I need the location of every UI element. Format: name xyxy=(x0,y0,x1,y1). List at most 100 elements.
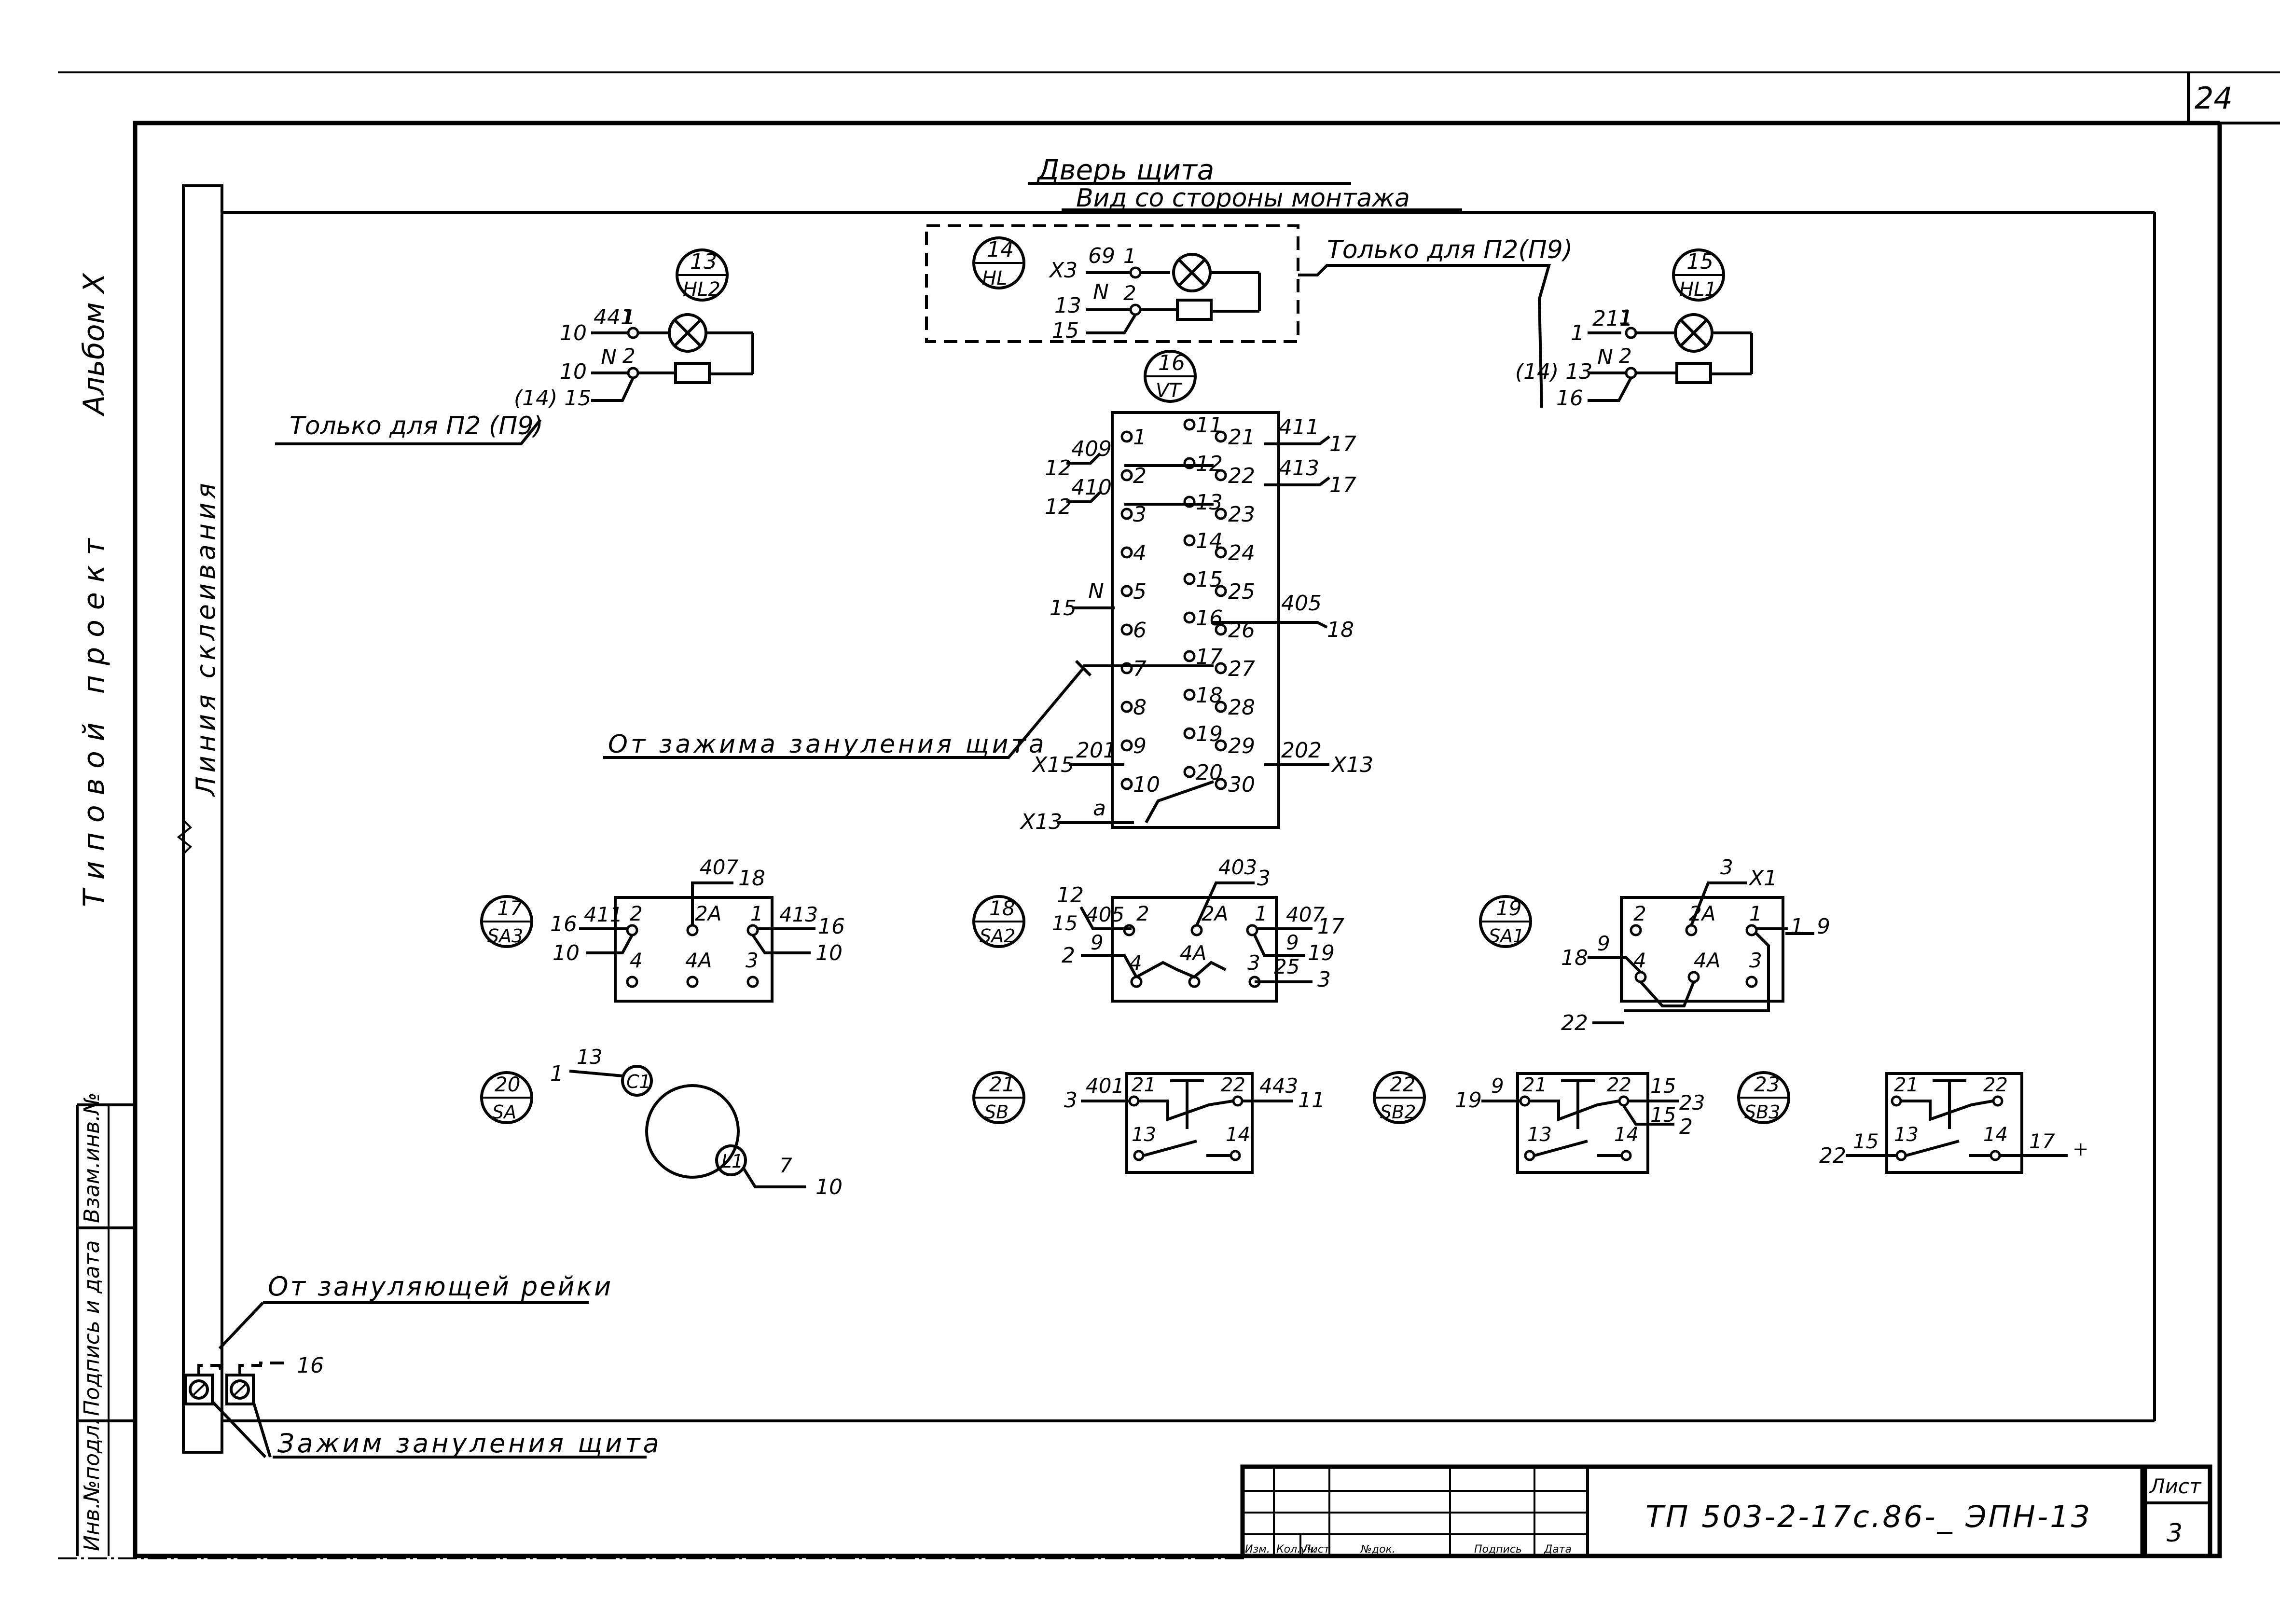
vt-terminal-25 xyxy=(1215,585,1227,597)
svg-text:1: 1 xyxy=(1123,244,1136,268)
svg-text:15: 15 xyxy=(1650,1074,1676,1098)
title-block: Изм. Кол.уч. Лист №док. Подпись Дата ТП … xyxy=(1240,1464,2212,1558)
svg-text:409: 409 xyxy=(1071,437,1112,461)
pushbutton-sb3 xyxy=(1885,1072,2023,1174)
stamp-col-replace: Взам.инв.№ xyxy=(80,1092,104,1223)
svg-text:10: 10 xyxy=(553,941,580,965)
svg-text:410: 410 xyxy=(1071,475,1112,500)
svg-text:10: 10 xyxy=(560,359,587,384)
terminal-block-vt xyxy=(1111,411,1280,829)
device-16-vt: 16 VT xyxy=(1144,350,1197,403)
vt-terminal-22 xyxy=(1215,469,1227,482)
svg-text:16: 16 xyxy=(550,912,577,936)
vt-terminal-label: 30 xyxy=(1228,772,1255,797)
vt-terminal-16 xyxy=(1183,611,1196,624)
svg-text:15: 15 xyxy=(1853,1129,1879,1153)
svg-text:N: N xyxy=(1088,579,1104,604)
note-only-p2-right: Только для П2(П9) xyxy=(1327,235,1573,264)
svg-text:1: 1 xyxy=(750,902,763,925)
sb-contacts: 21 22 13 14 xyxy=(1128,1074,1250,1161)
svg-text:22: 22 xyxy=(1819,1143,1846,1168)
svg-text:2: 2 xyxy=(1619,344,1632,368)
vt-terminal-11 xyxy=(1183,418,1196,431)
device-14-hl: 14 HL xyxy=(972,236,1025,289)
svg-text:1: 1 xyxy=(1255,902,1268,925)
title-view: Вид со стороны монтажа xyxy=(1076,184,1410,213)
svg-text:25: 25 xyxy=(1274,955,1299,978)
svg-text:4: 4 xyxy=(1129,951,1142,975)
svg-text:413: 413 xyxy=(779,903,818,926)
vt-terminal-10 xyxy=(1120,778,1133,790)
svg-text:2: 2 xyxy=(630,902,643,925)
svg-text:19: 19 xyxy=(1308,941,1335,965)
svg-text:13: 13 xyxy=(1054,293,1081,318)
svg-text:10: 10 xyxy=(560,321,587,345)
svg-text:4A: 4A xyxy=(1180,941,1206,965)
pushbutton-sb xyxy=(1125,1072,1254,1174)
sa1-terminals: 2 2A 1 4 4A 3 xyxy=(1630,902,1762,1007)
svg-text:1: 1 xyxy=(1790,914,1804,939)
svg-text:2: 2 xyxy=(622,344,636,368)
svg-text:13: 13 xyxy=(1527,1124,1552,1146)
svg-text:10: 10 xyxy=(815,1175,843,1199)
sb3-contacts: 21 22 13 14 xyxy=(1891,1074,2008,1161)
svg-text:SA1: SA1 xyxy=(1489,925,1524,947)
vt-terminal-24 xyxy=(1215,546,1227,559)
svg-text:2: 2 xyxy=(1633,902,1646,925)
vt-terminal-label: 29 xyxy=(1228,734,1255,758)
svg-text:22: 22 xyxy=(1607,1074,1631,1096)
svg-text:12: 12 xyxy=(1045,495,1072,519)
vt-terminal-label: 25 xyxy=(1228,579,1255,604)
vt-terminal-9 xyxy=(1120,739,1133,752)
svg-text:X1: X1 xyxy=(1748,866,1777,891)
svg-text:401: 401 xyxy=(1086,1074,1124,1098)
svg-text:13: 13 xyxy=(577,1045,602,1069)
svg-text:HL1: HL1 xyxy=(1679,278,1717,301)
svg-text:12: 12 xyxy=(1057,883,1084,908)
svg-text:211: 211 xyxy=(1592,306,1633,331)
svg-text:C1: C1 xyxy=(626,1071,651,1092)
svg-text:X3: X3 xyxy=(1049,258,1078,283)
note-from-grounding-rail: От зануляющей рейки xyxy=(268,1271,613,1302)
device-17-sa3: 17 SA3 xyxy=(480,895,533,948)
svg-text:Кол.уч.: Кол.уч. xyxy=(1276,1543,1316,1555)
svg-text:15: 15 xyxy=(1650,1103,1676,1127)
svg-text:13: 13 xyxy=(690,249,717,274)
vt-terminal-label: 10 xyxy=(1133,772,1160,797)
svg-text:21: 21 xyxy=(1894,1074,1919,1096)
svg-text:3: 3 xyxy=(1257,866,1271,891)
svg-text:HL2: HL2 xyxy=(683,278,720,301)
svg-text:20: 20 xyxy=(495,1073,520,1096)
svg-text:N: N xyxy=(601,345,617,370)
vt-terminal-8 xyxy=(1120,701,1133,713)
svg-text:201: 201 xyxy=(1076,738,1117,763)
device-13-hl2: 13 HL2 xyxy=(676,248,729,302)
stamp-col-signature: Подпись и дата xyxy=(80,1240,104,1416)
vt-terminal-label: 5 xyxy=(1133,579,1147,604)
note-grounding-clamp: Зажим зануления щита xyxy=(277,1428,662,1459)
vt-terminal-18 xyxy=(1183,688,1196,701)
vt-terminal-29 xyxy=(1215,739,1227,752)
switch-sa2 xyxy=(1111,896,1278,1003)
vt-terminal-label: 8 xyxy=(1133,695,1147,720)
sa2-terminals: 2 2A 1 4 4A 3 xyxy=(1123,902,1268,988)
vt-terminal-label: 3 xyxy=(1133,502,1147,527)
svg-text:16: 16 xyxy=(297,1353,324,1378)
svg-text:(14) 13: (14) 13 xyxy=(1515,359,1592,384)
svg-text:2: 2 xyxy=(1136,902,1149,925)
resistor-hl1-icon xyxy=(1675,362,1712,384)
svg-text:17: 17 xyxy=(497,896,523,920)
svg-text:10: 10 xyxy=(815,941,843,965)
vt-terminal-label: 4 xyxy=(1133,541,1147,565)
svg-text:16: 16 xyxy=(818,914,845,939)
svg-text:4A: 4A xyxy=(685,949,712,972)
svg-text:405: 405 xyxy=(1281,591,1322,616)
svg-text:17: 17 xyxy=(1329,432,1356,456)
vt-terminal-23 xyxy=(1215,508,1227,520)
svg-text:9: 9 xyxy=(1491,1074,1504,1098)
svg-text:1: 1 xyxy=(1749,902,1762,925)
vt-terminal-15 xyxy=(1183,573,1196,585)
svg-text:411: 411 xyxy=(1279,415,1319,440)
vt-terminal-4 xyxy=(1120,546,1133,559)
svg-text:SB2: SB2 xyxy=(1380,1101,1416,1123)
